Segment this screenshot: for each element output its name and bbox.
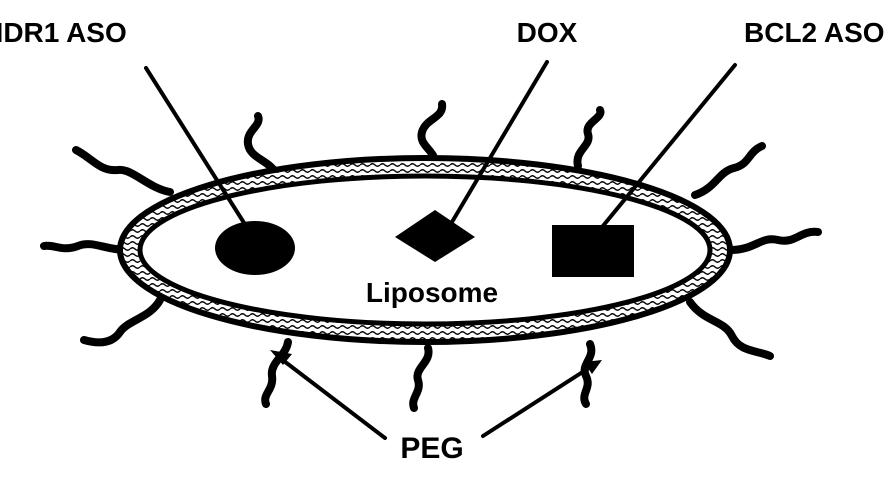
mdr1-aso-shape (215, 221, 295, 275)
mdr1-aso-pointer (144, 66, 248, 228)
peg-chain (417, 100, 447, 168)
peg-chain (691, 142, 766, 199)
peg-chain (573, 106, 605, 170)
peg-chains (40, 100, 822, 412)
dox-label: DOX (517, 17, 578, 48)
peg-chain (580, 340, 596, 408)
peg-label: PEG (400, 432, 463, 465)
pointer-arrowheads (270, 350, 602, 374)
peg-chain (726, 227, 822, 254)
dox-pointer (450, 60, 549, 224)
peg-chain (40, 240, 130, 254)
liposome-label: Liposome (366, 277, 498, 308)
bcl2-aso-pointer (596, 63, 737, 234)
bcl2-aso-shape (552, 225, 634, 277)
peg-arrowhead-left (270, 350, 292, 365)
peg-chain (686, 298, 774, 360)
dox-shape (395, 210, 475, 262)
peg-chain (80, 296, 164, 347)
pointer-lines (144, 60, 737, 440)
peg-chain (243, 112, 279, 176)
peg-chain (409, 344, 433, 412)
bcl2-aso-label: BCL2 ASO (744, 17, 885, 48)
peg-arrowhead-right (584, 360, 602, 374)
peg-chain (72, 146, 174, 196)
peg-pointer-right (481, 364, 594, 438)
mdr1-aso-label: MDR1 ASO (0, 17, 127, 48)
peg-pointer-left (278, 356, 387, 440)
